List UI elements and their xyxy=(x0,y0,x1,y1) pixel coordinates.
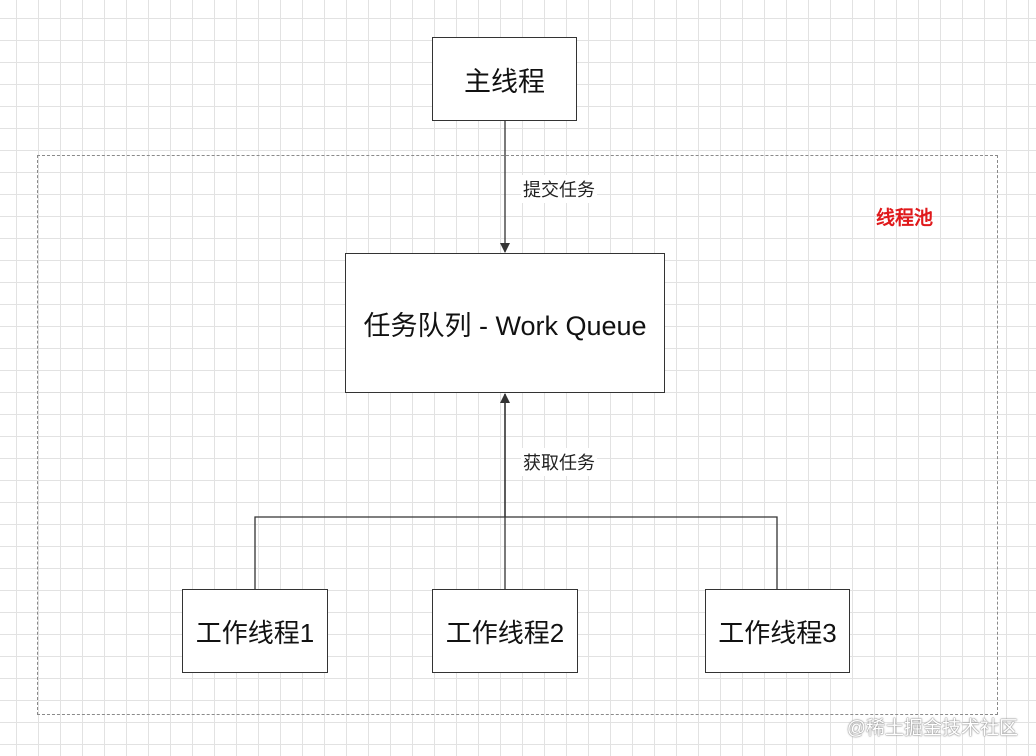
worker-thread-1-label: 工作线程1 xyxy=(195,617,315,648)
submit-task-label: 提交任务 xyxy=(521,175,597,203)
worker-thread-2-node: 工作线程2 xyxy=(432,589,578,673)
worker3-connector xyxy=(505,516,778,589)
watermark: @稀土掘金技术社区 xyxy=(846,718,1018,739)
worker-thread-3-node: 工作线程3 xyxy=(705,589,850,673)
worker-thread-2-label: 工作线程2 xyxy=(445,617,565,648)
thread-pool-boundary xyxy=(37,155,998,715)
thread-pool-label: 线程池 xyxy=(876,208,934,229)
worker-thread-1-node: 工作线程1 xyxy=(182,589,328,673)
work-queue-label: 任务队列 - Work Queue xyxy=(363,310,647,341)
main-thread-node: 主线程 xyxy=(432,37,577,121)
fetch-task-label: 获取任务 xyxy=(521,448,597,476)
worker-thread-3-label: 工作线程3 xyxy=(718,617,837,648)
work-queue-node: 任务队列 - Work Queue xyxy=(345,253,665,393)
worker1-connector xyxy=(254,516,505,589)
main-thread-label: 主线程 xyxy=(464,66,545,97)
